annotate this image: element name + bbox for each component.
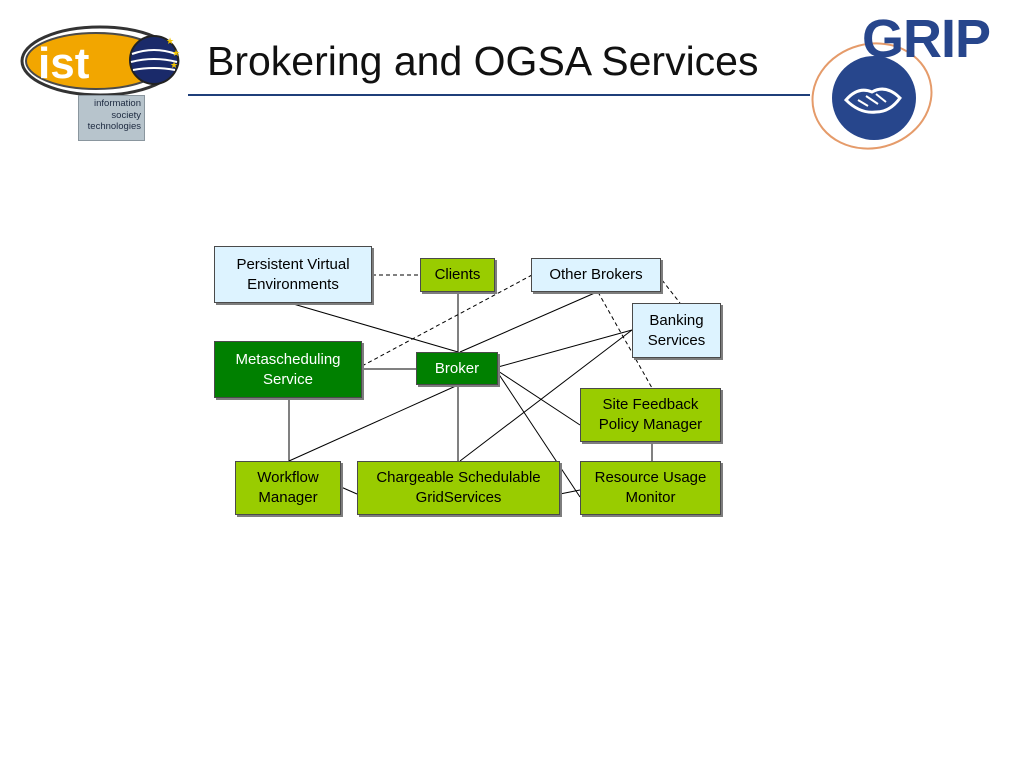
node-label: Other Brokers	[549, 266, 643, 283]
node-clients: Clients	[420, 258, 495, 292]
node-label: Resource Usage Monitor	[594, 469, 707, 506]
node-site-feedback-policy-manager: Site Feedback Policy Manager	[580, 388, 721, 442]
node-chargeable-schedulable-gridservices: Chargeable Schedulable GridServices	[357, 461, 560, 515]
title-rule	[188, 94, 810, 96]
node-label: Broker	[434, 359, 480, 377]
edge-other-brokers-banking	[661, 279, 681, 304]
edge-pve-broker	[289, 302, 459, 353]
ist-caption-line-1: information	[94, 98, 141, 109]
ist-caption: information society technologies	[78, 95, 145, 141]
ist-logo-graphic: ist ★ ★ ★	[20, 25, 180, 97]
node-other-brokers: Other Brokers	[531, 258, 661, 292]
node-resource-usage-monitor: Resource Usage Monitor	[580, 461, 721, 515]
svg-text:★: ★	[172, 48, 180, 58]
node-broker: Broker	[416, 352, 498, 385]
node-banking-services: Banking Services	[632, 303, 721, 358]
node-persistent-virtual-environments: Persistent Virtual Environments	[214, 246, 372, 303]
svg-text:★: ★	[166, 36, 174, 46]
node-label: Chargeable Schedulable GridServices	[376, 469, 541, 506]
ist-caption-line-3: technologies	[87, 121, 141, 132]
svg-text:★: ★	[170, 60, 178, 70]
grip-logo	[810, 8, 1015, 158]
node-workflow-manager: Workflow Manager	[235, 461, 341, 515]
ist-logo: ist ★ ★ ★	[20, 16, 190, 144]
edge-broker-site-feedback	[497, 370, 581, 426]
ist-caption-line-2: society	[111, 109, 141, 121]
grip-wordmark: GRIP	[862, 9, 991, 69]
node-label: Clients	[434, 266, 481, 283]
node-label: Metascheduling Service	[235, 350, 341, 388]
edge-broker-banking	[497, 329, 633, 368]
ist-wordmark: ist	[38, 39, 90, 88]
edge-other-brokers-site-feedback	[597, 291, 653, 389]
node-label: Persistent Virtual Environments	[236, 255, 350, 293]
node-label: Site Feedback Policy Manager	[598, 396, 703, 433]
node-label: Workflow Manager	[257, 469, 319, 506]
edge-chargeable-resource-usage	[559, 489, 581, 495]
grip-handshake-icon	[811, 42, 933, 150]
edge-broker-resource-usage	[497, 372, 581, 498]
edge-banking-chargeable	[459, 329, 633, 462]
node-metascheduling-service: Metascheduling Service	[214, 341, 362, 398]
node-label: Banking Services	[647, 311, 706, 349]
edge-broker-other-brokers	[459, 291, 598, 353]
slide-title: Brokering and OGSA Services	[207, 38, 759, 84]
edge-broker-workflow	[288, 384, 459, 462]
edge-workflow-chargeable	[340, 486, 358, 495]
